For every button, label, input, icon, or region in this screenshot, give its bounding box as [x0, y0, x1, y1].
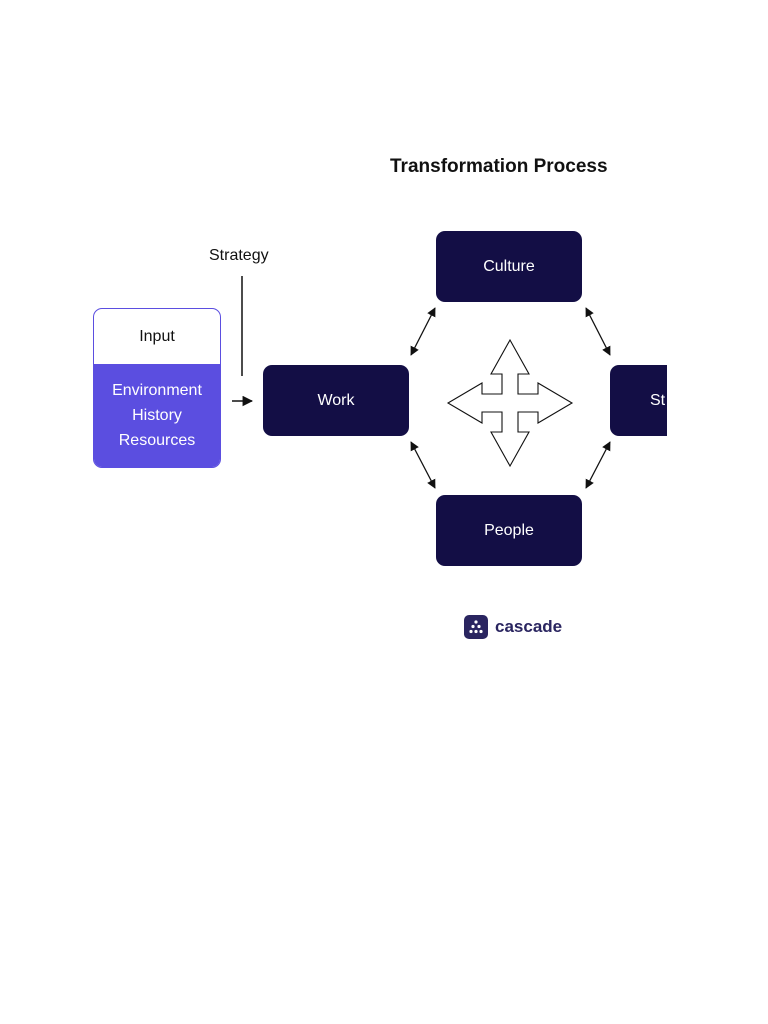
input-item-environment: Environment	[112, 382, 202, 399]
work-node: Work	[263, 365, 409, 436]
people-node: People	[436, 495, 582, 566]
diagram-title: Transformation Process	[390, 156, 608, 177]
culture-structure-arrow	[585, 307, 611, 356]
strategy-label: Strategy	[209, 247, 269, 264]
input-box: Input Environment History Resources	[93, 308, 221, 468]
culture-node: Culture	[436, 231, 582, 302]
input-item-history: History	[132, 407, 182, 424]
structure-node: St	[610, 365, 667, 436]
structure-node-label: St	[650, 391, 666, 409]
work-node-label: Work	[317, 391, 355, 409]
input-item-resources: Resources	[118, 432, 196, 449]
cascade-logo: cascade	[464, 615, 562, 639]
work-people-arrow	[410, 441, 436, 489]
people-structure-arrow	[585, 441, 611, 489]
structure-node-clip: St	[610, 365, 667, 436]
cascade-logo-text: cascade	[495, 617, 563, 636]
work-culture-arrow	[410, 307, 436, 356]
input-items: Environment History Resources	[94, 364, 220, 467]
culture-node-label: Culture	[483, 257, 535, 275]
four-way-arrow-icon	[446, 338, 574, 468]
input-header: Input	[139, 327, 175, 345]
cascade-logo-icon	[464, 615, 488, 639]
people-node-label: People	[484, 521, 534, 539]
